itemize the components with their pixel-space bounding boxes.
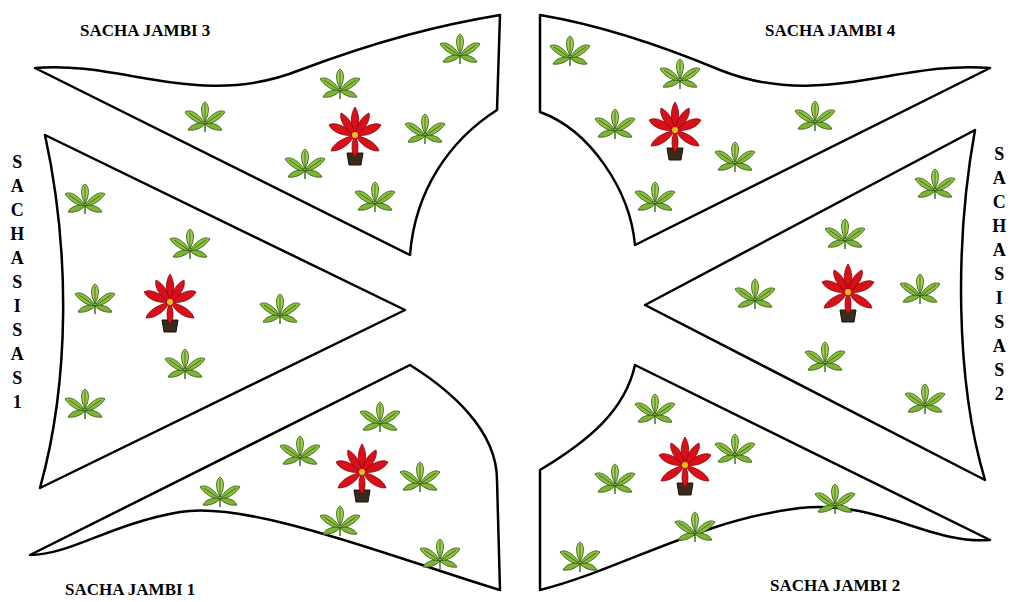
plot-label: SACHA JAMBI 2	[770, 577, 900, 594]
plot-label: SACHA JAMBI 4	[765, 22, 895, 39]
vertical-plot-label: SACHA SISAS 2	[992, 142, 1006, 406]
plot-label: SACHA JAMBI 3	[80, 22, 210, 39]
plot-label: SACHA JAMBI 1	[65, 581, 195, 598]
vertical-plot-label: SACHA SISAS 1	[10, 150, 24, 414]
